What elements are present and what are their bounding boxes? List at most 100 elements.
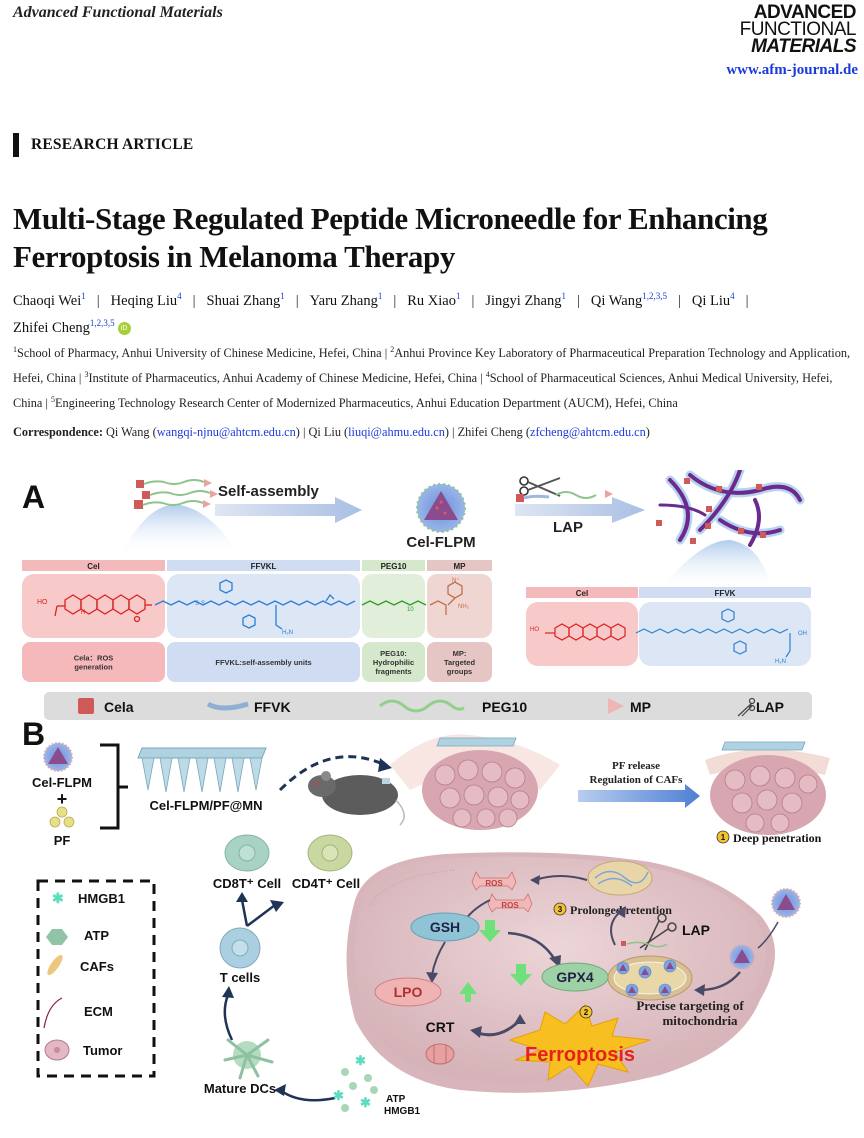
pf-particles-icon (49, 806, 75, 828)
red-square-icon (78, 698, 94, 714)
step1-badge (716, 830, 730, 844)
t-cell-icon (219, 927, 261, 969)
step2-number: 2 (584, 1008, 589, 1017)
author-affiliation-ref[interactable]: 1 (81, 291, 86, 301)
author-name[interactable]: Yaru Zhang (309, 292, 378, 309)
correspondence-separator: | (299, 425, 309, 439)
author-name[interactable]: Zhifei Cheng (13, 319, 90, 336)
legend-ecm: ECM (84, 1004, 113, 1019)
author-affiliation-ref[interactable]: 1,2,3,5 (642, 291, 667, 301)
cleaved-ffvk-region (639, 602, 811, 666)
chem-n-plus-label: N⁺ (452, 577, 460, 584)
nanofiber-network-icon (658, 470, 805, 547)
crt-label: CRT (426, 1019, 455, 1035)
gsh-node (410, 912, 480, 942)
b-cel-flpm-label: Cel-FLPM (32, 775, 92, 790)
green-wave-icon (379, 699, 465, 713)
atp-label: ATP (386, 1094, 406, 1105)
affiliation-text: School of Pharmacy, Anhui University of … (17, 346, 382, 361)
author-affiliation-ref[interactable]: 1,2,3,5 (89, 317, 115, 328)
journal-url-link[interactable]: www.afm-journal.de (726, 62, 858, 78)
mito-to-retention-arrow (610, 911, 621, 946)
ros-icon-1 (471, 871, 517, 891)
self-assembly-label: Self-assembly (218, 483, 320, 500)
correspondent-name: Qi Wang (106, 425, 150, 439)
legend-lap: LAP (756, 699, 784, 715)
journal-name: Advanced Functional Materials (13, 4, 223, 21)
dashed-arrow (278, 755, 386, 792)
lap-arrow (515, 497, 645, 523)
affiliation-separator: | (42, 396, 51, 411)
segment-description: generation (74, 663, 113, 672)
b-lap-label: LAP (682, 922, 710, 938)
affiliations: 1School of Pharmacy, Anhui University of… (13, 339, 851, 414)
segment-description: Cela：ROS (74, 654, 114, 663)
email-link[interactable]: wangqi-njnu@ahtcm.edu.cn (156, 425, 296, 439)
author-name[interactable]: Shuai Zhang (206, 292, 281, 309)
legend-tumor: Tumor (83, 1043, 122, 1058)
gsh-down-arrow (479, 920, 501, 942)
author-affiliation-ref[interactable]: 4 (730, 291, 735, 301)
orcid-icon[interactable]: iD (117, 321, 131, 335)
ffvkl-region (167, 574, 360, 638)
cel-flpm-label: Cel-FLPM (406, 534, 475, 551)
cleaved-header-ffvk (639, 587, 811, 598)
microneedle-patch-icon (137, 747, 267, 793)
author-affiliation-ref[interactable]: 1 (455, 291, 461, 301)
author-name[interactable]: Qi Liu (691, 292, 731, 309)
correspondence-separator: | (448, 425, 458, 439)
segment-description: MP: (453, 649, 467, 658)
step2-label-line2: mitochondria (662, 1013, 738, 1028)
chem-ho-label: HO (37, 599, 48, 606)
incoming-micelle-icon (771, 888, 801, 918)
mp-region (427, 574, 492, 638)
segment-header-bar (362, 560, 425, 571)
segment-header-label: PEG10 (381, 562, 407, 571)
email-link[interactable]: zfcheng@ahtcm.edu.cn (529, 425, 646, 439)
cel-region (22, 574, 165, 638)
cela-fragment-icon (516, 494, 524, 502)
author-affiliation-ref[interactable]: 4 (177, 291, 182, 301)
author-name[interactable]: Ru Xiao (407, 292, 456, 309)
lap-label: LAP (553, 519, 583, 536)
cleaved-chem-oh-label: OH (798, 631, 807, 637)
affiliation-separator: | (381, 346, 391, 361)
author-separator: | (192, 292, 196, 309)
author-affiliation-ref[interactable]: 1 (280, 291, 285, 301)
author-affiliation-ref[interactable]: 1 (561, 291, 567, 301)
correspondent-name: Qi Liu (308, 425, 341, 439)
segment-description: Hydrophilic (373, 658, 414, 667)
lap-scissors-icon (639, 913, 677, 951)
segment-description: Targeted (444, 658, 476, 667)
author-name[interactable]: Jingyi Zhang (485, 292, 562, 309)
author-name[interactable]: Chaoqi Wei (13, 292, 82, 309)
graphical-abstract-figure: A Self-assembly Cel-FLPM LAP (22, 470, 830, 1117)
micelle-entry-arrow (757, 921, 779, 949)
cel-desc-box (22, 642, 165, 682)
author-name[interactable]: Heqing Liu (110, 292, 178, 309)
chem-ss-label: S-S (195, 601, 205, 607)
logo-line-3: MATERIALS (751, 36, 856, 57)
email-link[interactable]: liuqi@ahmu.edu.cn (348, 425, 445, 439)
affiliation-number: 3 (84, 370, 89, 380)
regulation-label: Regulation of CAFs (590, 774, 684, 786)
author-name[interactable]: Qi Wang (590, 292, 643, 309)
author-affiliation-ref[interactable]: 1 (377, 291, 383, 301)
correspondence: Correspondence: Qi Wang (wangqi-njnu@aht… (13, 425, 650, 439)
retention-nanofiber-icon (587, 860, 653, 896)
cleaved-celastrol-structure (545, 623, 626, 641)
cleaved-ffvk-structure (635, 608, 791, 658)
cleaved-cel-label: Cel (576, 589, 588, 598)
bracket (100, 743, 128, 830)
gpx4-label: GPX4 (556, 969, 594, 985)
ffvkl-structure (154, 579, 356, 630)
chem-h2n-label: H₂N (282, 630, 293, 636)
segment-description: fragments (375, 667, 411, 676)
author-separator: | (96, 292, 100, 309)
legend-atp: ATP (84, 928, 109, 943)
atp-icon (46, 929, 68, 945)
segment-description: FFVKL:self-assembly units (215, 658, 311, 667)
svg-text:✱: ✱ (333, 1088, 344, 1103)
ffvkl-desc-box (167, 642, 360, 682)
legend-hmgb1: HMGB1 (78, 891, 125, 906)
